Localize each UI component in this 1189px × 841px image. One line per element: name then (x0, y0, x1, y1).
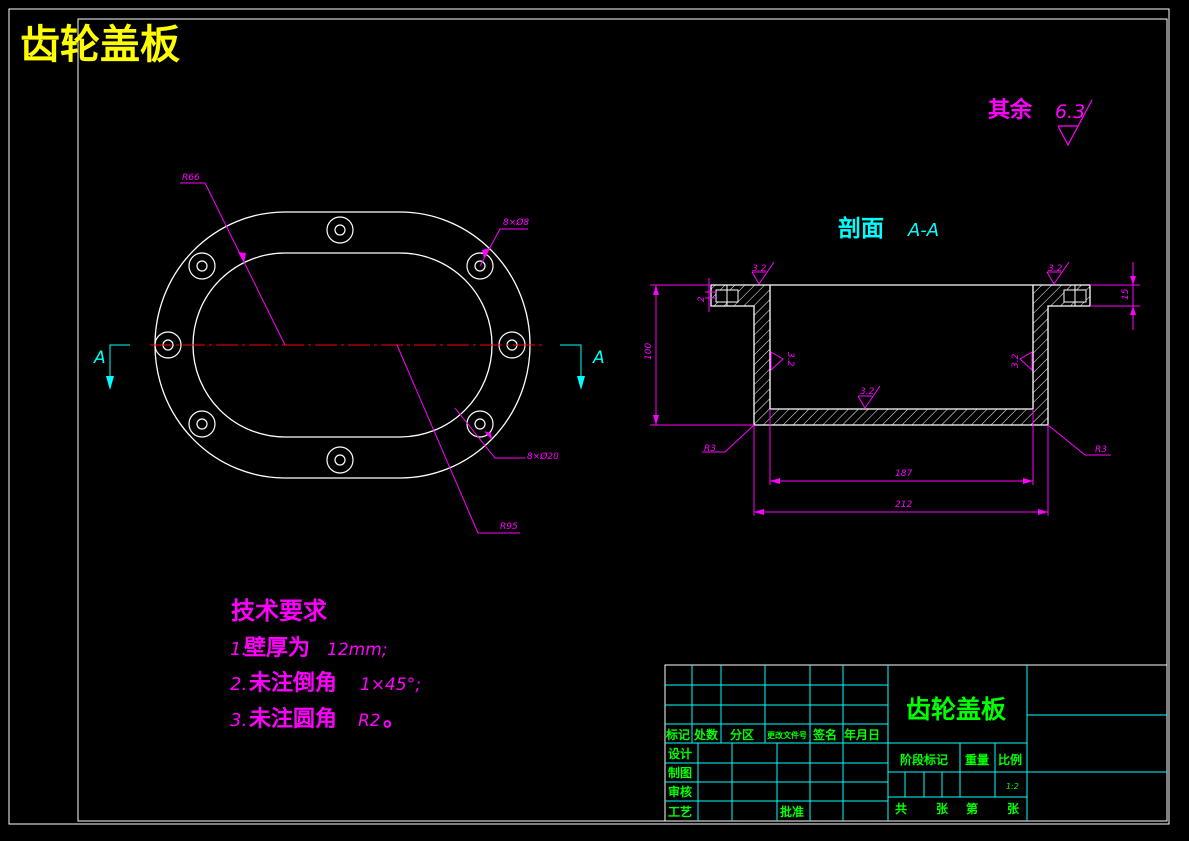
tb-design: 设计 (668, 746, 692, 761)
cut-marker-right-label: A (592, 348, 605, 368)
plan-leaders (180, 182, 528, 534)
tb-review: 审核 (668, 784, 692, 799)
section-dim-fillet-left: R3 (704, 444, 716, 454)
section-hatch-profile (710, 284, 1091, 426)
plan-dim-r95: R95 (500, 522, 518, 532)
cut-marker-left-label: A (93, 348, 106, 368)
section-roughness-wall-right: 3.2 (1011, 353, 1021, 368)
plan-dim-r66: R66 (182, 173, 200, 183)
tech-item-num: 3. (230, 710, 247, 731)
bolt-hole (188, 252, 216, 280)
title-block: 齿轮盖板 标记 处数 分区 更改文件号 签名 年月日 设计 制图 审核 工艺 批… (664, 664, 1168, 822)
section-roughness-symbols (751, 261, 1070, 409)
tb-col-mark: 标记 (665, 727, 690, 742)
tb-no: 第 (966, 801, 978, 816)
tech-item-num: 1. (230, 639, 247, 660)
roughness-symbol (1057, 99, 1093, 147)
tech-item-tail: 。 (383, 707, 405, 732)
tech-item-text: 壁厚为 (244, 635, 310, 661)
bolt-hole (188, 410, 216, 438)
section-roughness-top-right: 3.2 (1048, 264, 1063, 274)
cut-marker-right: A (560, 344, 605, 390)
tb-col-sign: 签名 (812, 727, 837, 742)
roughness-note-value: 6.3 (1055, 101, 1085, 123)
section-roughness-wall-left: 3.2 (785, 352, 795, 367)
plan-leader-arrows (238, 248, 492, 440)
title-block-grid (664, 664, 1168, 822)
tb-ratio: 比例 (998, 752, 1022, 767)
tb-col-zone: 分区 (730, 727, 754, 742)
section-view: 100 15 2 187 212 R3 R3 3.2 3.2 3.2 3.2 3… (644, 261, 1140, 516)
bolt-hole (326, 446, 354, 474)
tb-ratio-value: 1:2 (1006, 782, 1019, 791)
section-label-text: 剖面 (838, 215, 884, 242)
tech-item: 3. 未注圆角 R2 。 (230, 706, 405, 732)
section-roughness-top-left: 3.2 (752, 264, 767, 274)
tb-drafting: 制图 (668, 765, 692, 780)
plan-dim-small-holes: 8×Ø8 (503, 217, 529, 228)
tb-stage: 阶段标记 (900, 752, 948, 767)
tech-item: 2. 未注倒角 1×45°; (230, 670, 421, 696)
section-roughness-bottom: 3.2 (860, 387, 875, 397)
title-block-labels: 标记 处数 分区 更改文件号 签名 年月日 设计 制图 审核 工艺 批准 阶段标… (665, 727, 1022, 819)
tech-requirements: 技术要求 1. 壁厚为 12mm; 2. 未注倒角 1×45°; 3. 未注圆角… (230, 597, 421, 732)
plan-inner-contour (192, 252, 493, 438)
tech-item-text: 未注倒角 (249, 670, 337, 696)
plan-dim-large-holes: 8×Ø20 (527, 451, 559, 462)
tech-item-num: 2. (230, 674, 247, 695)
tech-heading: 技术要求 (231, 597, 327, 625)
tech-item-value: 12mm; (327, 640, 387, 660)
section-dim-flange: 15 (1121, 288, 1131, 300)
tb-approve: 批准 (780, 804, 804, 819)
bolt-hole (326, 216, 354, 244)
sheet-frame (8, 8, 1170, 825)
section-dim-outer-width: 212 (895, 500, 912, 510)
section-counterbores (715, 289, 1087, 303)
section-dim-lip: 2 (697, 296, 707, 302)
bolt-hole (466, 252, 494, 280)
tb-sheets: 张 (936, 801, 949, 816)
roughness-note: 其余 6.3 (988, 97, 1093, 147)
tech-item: 1. 壁厚为 12mm; (230, 635, 387, 661)
tb-process: 工艺 (668, 804, 692, 819)
section-dim-inner-width: 187 (895, 469, 912, 479)
tb-weight: 重量 (965, 752, 989, 767)
tb-col-docno: 更改文件号 (767, 730, 807, 740)
section-counterbore-centers (726, 285, 1076, 306)
drawing-title: 齿轮盖板 (20, 22, 180, 68)
tech-item-text: 未注圆角 (249, 706, 337, 732)
bolt-hole (466, 410, 494, 438)
tech-item-value: R2 (358, 711, 381, 731)
section-dimension-arrows (653, 276, 1136, 515)
tb-col-count: 处数 (693, 727, 719, 742)
roughness-note-label: 其余 (988, 97, 1033, 123)
tb-col-date: 年月日 (844, 727, 880, 742)
plan-view: R66 R95 8×Ø8 8×Ø20 A A (93, 173, 605, 534)
section-label: 剖面 A-A (838, 215, 939, 242)
plan-outer-contour (154, 211, 531, 479)
section-label-id: A-A (907, 220, 939, 241)
section-dim-fillet-right: R3 (1095, 445, 1107, 455)
tech-item-value: 1×45°; (360, 675, 421, 695)
section-dim-height: 100 (644, 343, 654, 360)
tb-total: 共 (895, 801, 907, 816)
title-block-part-name: 齿轮盖板 (906, 695, 1006, 724)
tb-sheet: 张 (1007, 801, 1020, 816)
section-dimension-lines (650, 262, 1140, 516)
cut-marker-left: A (93, 344, 130, 390)
